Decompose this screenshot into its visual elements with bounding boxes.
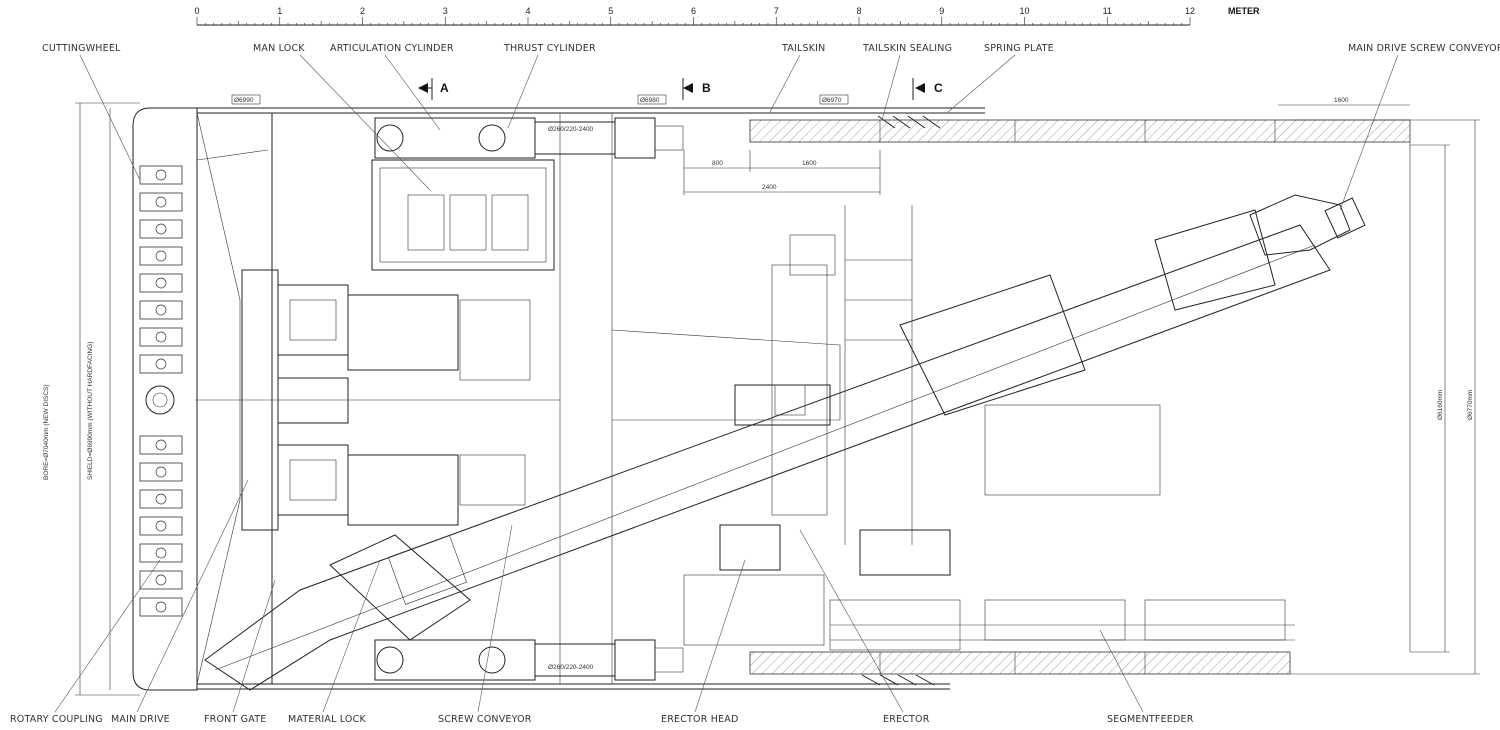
cutter-disc-hub bbox=[155, 493, 167, 505]
tailskin bbox=[740, 107, 985, 690]
cutter-disc bbox=[139, 300, 183, 320]
cutter-disc-hub bbox=[155, 169, 167, 181]
cutter-disc-hub bbox=[155, 223, 167, 235]
cutter-disc bbox=[139, 165, 183, 185]
bore-label: BORE=Ø7040mm (NEW DISCS) bbox=[43, 384, 50, 480]
scale-tick-label: 1 bbox=[277, 6, 282, 16]
cutter-disc-hub bbox=[155, 439, 167, 451]
cutter-disc bbox=[139, 597, 183, 617]
cutter-disc-hub bbox=[155, 574, 167, 586]
scale-tick-label: 4 bbox=[525, 6, 530, 16]
scale-unit-label: METER bbox=[1228, 6, 1260, 16]
section-c: C bbox=[934, 81, 943, 95]
cyl-bottom-dim: Ø260/220-2400 bbox=[548, 664, 594, 671]
dim-1600-tail: 1600 bbox=[1334, 97, 1349, 104]
shield-label: SHIELD=Ø6990mm (WITHOUT HARDFACING) bbox=[87, 342, 94, 480]
section-a: A bbox=[440, 81, 449, 95]
callout-thrust-cylinder: THRUST CYLINDER bbox=[503, 43, 596, 54]
man-lock bbox=[371, 159, 555, 271]
segment-ring bbox=[749, 119, 1480, 675]
dim-800: 800 bbox=[712, 160, 723, 167]
cutter-disc-hub bbox=[155, 547, 167, 559]
dim-1600: 1600 bbox=[802, 160, 817, 167]
callout-cuttingwheel: CUTTINGWHEEL bbox=[42, 43, 121, 54]
dim-d2: Ø6980 bbox=[640, 97, 660, 104]
callout-screw-conveyor: SCREW CONVEYOR bbox=[438, 714, 532, 725]
dim-d1: Ø6990 bbox=[234, 97, 254, 104]
scale-tick-label: 8 bbox=[856, 6, 861, 16]
erector bbox=[611, 205, 1295, 651]
ring-outer-label: Ø6770mm bbox=[1467, 390, 1474, 420]
cutter-discs bbox=[139, 165, 183, 617]
cutter-disc-hub bbox=[155, 304, 167, 316]
callout-main-drive-screw-conveyor: MAIN DRIVE SCREW CONVEYOR bbox=[1348, 43, 1500, 54]
cutter-disc bbox=[139, 273, 183, 293]
callout-rotary-coupling: ROTARY COUPLING bbox=[10, 714, 103, 725]
cutter-disc bbox=[139, 246, 183, 266]
callout-main-drive: MAIN DRIVE bbox=[111, 714, 170, 725]
cutter-disc-hub bbox=[155, 466, 167, 478]
cutter-disc bbox=[139, 327, 183, 347]
callout-articulation-cylinder: ARTICULATION CYLINDER bbox=[330, 43, 454, 54]
scale-tick-label: 7 bbox=[774, 6, 779, 16]
section-markers: A B C bbox=[418, 78, 943, 100]
cutter-disc bbox=[139, 435, 183, 455]
scale-tick-label: 2 bbox=[360, 6, 365, 16]
callout-tailskin: TAILSKIN bbox=[781, 43, 825, 54]
cutter-disc-hub bbox=[155, 250, 167, 262]
callout-material-lock: MATERIAL LOCK bbox=[288, 714, 366, 725]
dim-d3: Ø6970 bbox=[822, 97, 842, 104]
dim-2400: 2400 bbox=[762, 184, 777, 191]
cutter-disc bbox=[139, 354, 183, 374]
cutter-disc-hub bbox=[155, 601, 167, 613]
cutter-disc bbox=[139, 489, 183, 509]
section-b: B bbox=[702, 81, 711, 95]
cutter-disc bbox=[139, 516, 183, 536]
scale-tick-label: 12 bbox=[1185, 6, 1195, 16]
screw-conveyor bbox=[204, 194, 1366, 691]
cutter-disc bbox=[139, 462, 183, 482]
cutter-disc-hub bbox=[155, 277, 167, 289]
scale-tick-label: 0 bbox=[194, 6, 199, 16]
thrust-cylinder-top: Ø260/220-2400 bbox=[374, 117, 684, 159]
cutter-disc bbox=[139, 543, 183, 563]
callout-leaders bbox=[54, 54, 1399, 713]
callout-spring-plate: SPRING PLATE bbox=[984, 43, 1054, 54]
ring-inner-label: Ø6160mm bbox=[1437, 390, 1444, 420]
cutter-disc bbox=[139, 570, 183, 590]
scale-tick-label: 10 bbox=[1019, 6, 1029, 16]
scale-tick-label: 6 bbox=[691, 6, 696, 16]
thrust-cylinder-bottom: Ø260/220-2400 bbox=[374, 639, 684, 681]
main-drive-assembly bbox=[195, 269, 560, 531]
dimension-lines: Ø6990 Ø6980 Ø6970 800 1600 2400 1600 bbox=[75, 94, 1410, 696]
scale-tick-label: 5 bbox=[608, 6, 613, 16]
cutter-disc bbox=[139, 192, 183, 212]
cutter-disc-hub bbox=[155, 520, 167, 532]
callout-segmentfeeder: SEGMENTFEEDER bbox=[1107, 714, 1194, 725]
cutter-disc-hub bbox=[155, 331, 167, 343]
scale-tick-label: 9 bbox=[939, 6, 944, 16]
callout-erector-head: ERECTOR HEAD bbox=[661, 714, 739, 725]
scale-tick-label: 3 bbox=[443, 6, 448, 16]
cutter-disc bbox=[139, 219, 183, 239]
cyl-top-dim: Ø260/220-2400 bbox=[548, 126, 594, 133]
callout-front-gate: FRONT GATE bbox=[204, 714, 266, 725]
callout-man-lock: MAN LOCK bbox=[253, 43, 305, 54]
scale-tick-label: 11 bbox=[1103, 6, 1112, 16]
callout-tailskin-sealing: TAILSKIN SEALING bbox=[862, 43, 952, 54]
cutter-disc-hub bbox=[155, 196, 167, 208]
cutting-wheel bbox=[132, 107, 269, 691]
cutter-disc-hub bbox=[155, 358, 167, 370]
callout-erector: ERECTOR bbox=[883, 714, 930, 725]
